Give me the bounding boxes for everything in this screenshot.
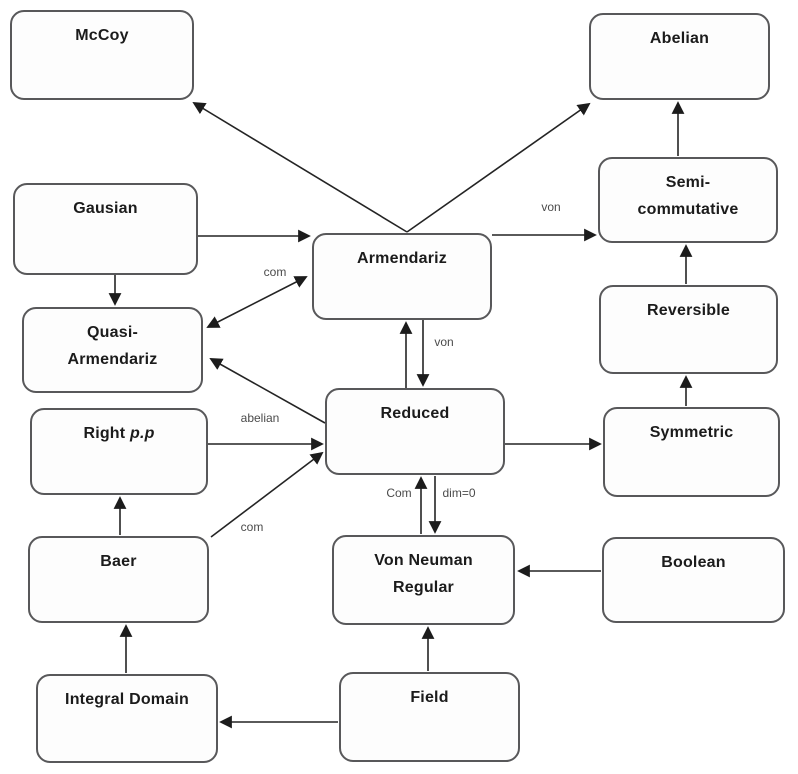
- edge-label-baer-to-reduced: com: [241, 520, 264, 534]
- node-baer: Baer: [28, 536, 209, 623]
- node-quasi-armendariz: Quasi- Armendariz: [22, 307, 203, 393]
- node-label: Quasi- Armendariz: [67, 324, 158, 368]
- node-label: Symmetric: [649, 424, 734, 441]
- node-reduced: Reduced: [325, 388, 505, 475]
- node-gausian: Gausian: [13, 183, 198, 275]
- edge-quasi-armendariz-to-armendariz: [206, 276, 308, 328]
- node-label: Reversible: [647, 302, 730, 319]
- node-abelian: Abelian: [589, 13, 770, 100]
- edge-baer-to-reduced: [210, 451, 324, 538]
- node-mccoy: McCoy: [10, 10, 194, 100]
- edge-label-armendariz-to-semi-commutative: von: [541, 200, 560, 214]
- node-label: Field: [410, 689, 449, 706]
- node-label: Von Neuman Regular: [374, 552, 473, 596]
- node-right-pp: Right p.p: [30, 408, 208, 495]
- edge-label-right-pp-to-reduced: abelian: [241, 411, 280, 425]
- node-label: Integral Domain: [65, 691, 189, 708]
- node-integral-domain: Integral Domain: [36, 674, 218, 763]
- edge-label-reduced-to-von-neuman-regular: dim=0: [442, 486, 475, 500]
- edge-armendariz-to-mccoy: [192, 102, 408, 233]
- node-semi-commutative: Semi- commutative: [598, 157, 778, 243]
- node-armendariz: Armendariz: [312, 233, 492, 320]
- node-label: Gausian: [73, 200, 138, 217]
- edge-reduced-to-quasi-armendariz: [209, 358, 326, 424]
- node-label: McCoy: [75, 27, 129, 44]
- node-boolean: Boolean: [602, 537, 785, 623]
- node-label-italic: p.p: [129, 425, 155, 442]
- node-symmetric: Symmetric: [603, 407, 780, 497]
- node-field: Field: [339, 672, 520, 762]
- edge-label-von-neuman-regular-to-reduced: Com: [386, 486, 411, 500]
- edge-label-armendariz-to-reduced: von: [434, 335, 453, 349]
- node-label: Armendariz: [356, 250, 448, 267]
- node-reversible: Reversible: [599, 285, 778, 374]
- node-label: Abelian: [649, 30, 710, 47]
- edge-armendariz-to-abelian: [406, 102, 591, 233]
- node-label: Boolean: [661, 554, 726, 571]
- edge-label-quasi-armendariz-to-armendariz: com: [264, 265, 287, 279]
- node-label: Baer: [100, 553, 137, 570]
- node-von-neuman-regular: Von Neuman Regular: [332, 535, 515, 625]
- node-label: Semi- commutative: [637, 174, 739, 218]
- node-label: Reduced: [380, 405, 450, 422]
- node-label: Right: [83, 425, 130, 442]
